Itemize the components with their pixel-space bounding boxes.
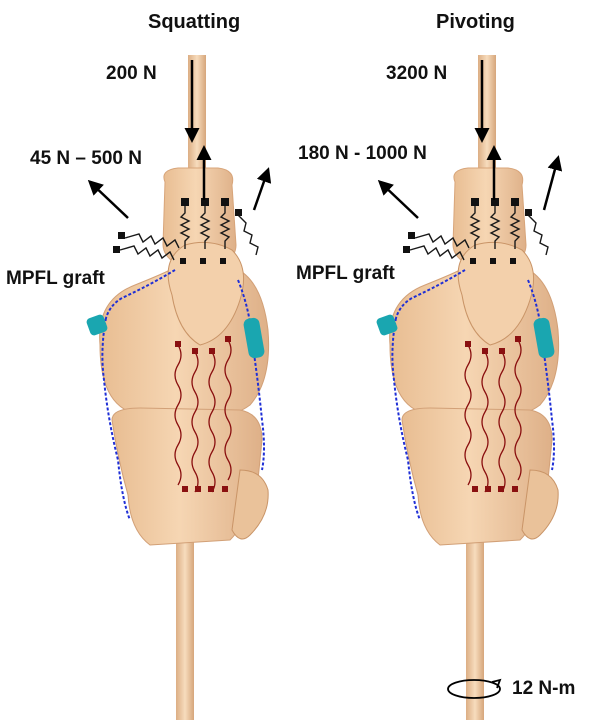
squatting-axial-force: 200 N [106, 64, 157, 83]
squatting-quad-force: 45 N – 500 N [30, 149, 142, 168]
pivoting-title: Pivoting [436, 12, 515, 32]
squatting-graft-label: MPFL graft [6, 269, 105, 288]
pivoting-axial-force: 3200 N [386, 64, 447, 83]
diagonal-arrow-icon [380, 182, 418, 218]
tibia-rod [176, 530, 194, 720]
tibia-rod [466, 530, 484, 720]
pivoting-torque: 12 N-m [512, 679, 575, 698]
diagonal-arrow-icon [544, 158, 558, 210]
squatting-title: Squatting [148, 12, 240, 32]
diagonal-arrow-icon [254, 170, 268, 210]
pivoting-graft-label: MPFL graft [296, 264, 395, 283]
pivoting-quad-force: 180 N - 1000 N [298, 144, 427, 163]
diagonal-arrow-icon [90, 182, 128, 218]
